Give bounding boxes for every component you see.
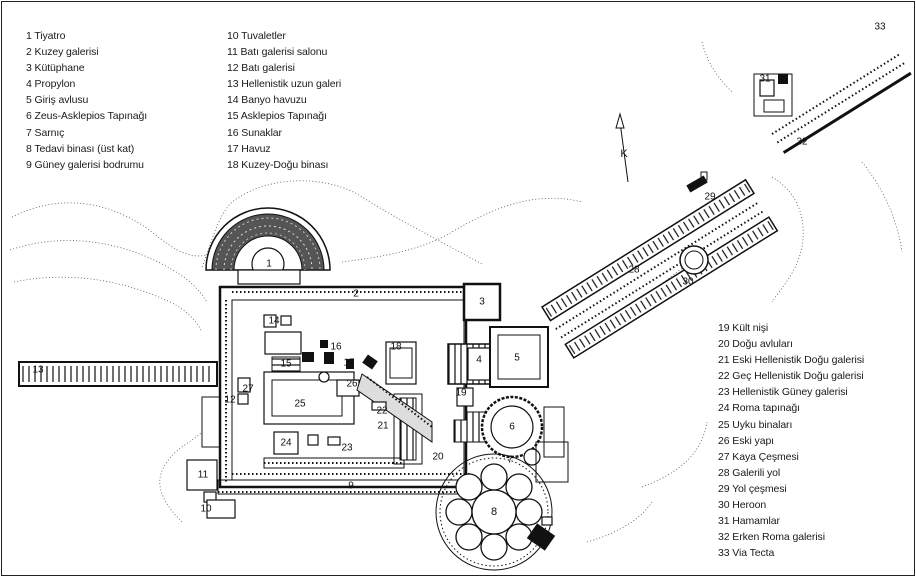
theatre (205, 207, 331, 285)
legend-item: 25 Uyku binaları (718, 418, 793, 431)
propylon-and-entrance-court (447, 326, 549, 443)
label-2: 2 (353, 289, 359, 300)
legend-item: 20 Doğu avluları (718, 338, 793, 351)
label-27: 27 (242, 384, 254, 395)
legend-item: 2 Kuzey galerisi (26, 46, 99, 59)
zeus-asklepios-temple (466, 395, 569, 483)
label-14: 14 (268, 316, 280, 327)
legend-item: 12 Batı galerisi (227, 62, 295, 75)
label-31: 31 (759, 74, 771, 85)
label-24: 24 (280, 438, 292, 449)
legend-item: 33 Via Tecta (718, 547, 775, 560)
legend-item: 32 Erken Roma galerisi (718, 531, 825, 544)
label-3: 3 (479, 297, 485, 308)
legend-top-left: 1 Tiyatro 2 Kuzey galerisi 3 Kütüphane 4… (26, 28, 147, 173)
label-11: 11 (198, 470, 209, 481)
treatment-building (435, 453, 556, 571)
label-9: 9 (348, 481, 354, 492)
label-23: 23 (341, 443, 353, 454)
north-label: K (620, 148, 628, 160)
label-8: 8 (491, 506, 497, 518)
legend-item: 1 Tiyatro (26, 30, 66, 42)
legend-item: 5 Giriş avlusu (26, 94, 89, 107)
legend-item: 18 Kuzey-Doğu binası (227, 158, 329, 171)
legend-item: 30 Heroon (718, 499, 767, 512)
label-20: 20 (432, 452, 444, 463)
label-30: 30 (682, 277, 694, 288)
label-15: 15 (280, 359, 292, 370)
legend-item: 13 Hellenistik uzun galeri (227, 78, 342, 91)
label-6: 6 (509, 422, 515, 433)
heroon (679, 245, 709, 275)
legend-item: 3 Kütüphane (26, 62, 85, 75)
legend-item: 22 Geç Hellenistik Doğu galerisi (718, 370, 864, 383)
label-1: 1 (266, 259, 272, 270)
legend-item: 27 Kaya Çeşmesi (718, 450, 799, 463)
colonnaded-road (540, 171, 779, 359)
label-4: 4 (476, 355, 482, 366)
label-18: 18 (390, 342, 402, 353)
legend-item: 21 Eski Hellenistik Doğu galerisi (718, 354, 865, 367)
label-28: 28 (628, 265, 640, 276)
label-17: 17 (343, 358, 355, 369)
legend-item: 14 Banyo havuzu (227, 94, 307, 107)
label-21: 21 (377, 421, 389, 432)
map-number-labels: K 1 2 3 4 5 6 7 8 9 10 11 12 13 14 15 16… (32, 22, 886, 518)
label-32: 32 (796, 137, 808, 148)
legend-item: 16 Sunaklar (227, 126, 282, 139)
label-29: 29 (704, 192, 716, 203)
legend-right: 19 Kült nişi 20 Doğu avluları 21 Eski He… (718, 320, 864, 561)
hellenistic-long-gallery (18, 361, 218, 387)
legend-item: 28 Galerili yol (718, 466, 781, 479)
legend-item: 26 Eski yapı (718, 434, 774, 447)
legend-item: 15 Asklepios Tapınağı (227, 110, 327, 123)
legend-item: 24 Roma tapınağı (718, 402, 800, 415)
label-19: 19 (455, 388, 467, 399)
terrain-contours (9, 41, 903, 543)
label-22: 22 (376, 406, 388, 417)
label-5: 5 (514, 353, 520, 364)
legend-top-center: 10 Tuvaletler 11 Batı galerisi salonu 12… (227, 28, 341, 173)
legend-item: 6 Zeus-Asklepios Tapınağı (26, 110, 148, 123)
legend-item: 4 Propylon (26, 78, 76, 91)
label-16: 16 (330, 342, 342, 353)
legend-item: 9 Güney galerisi bodrumu (26, 158, 144, 171)
legend-item: 19 Kült nişi (718, 322, 769, 334)
label-7: 7 (507, 455, 513, 466)
label-12: 12 (224, 395, 236, 406)
north-gallery-and-library (462, 282, 502, 322)
legend-item: 7 Sarnıç (26, 126, 65, 139)
north-arrow (615, 112, 629, 183)
legend-item: 23 Hellenistik Güney galerisi (718, 386, 848, 399)
legend-item: 17 Havuz (227, 142, 271, 155)
label-26: 26 (346, 379, 358, 390)
sanctuary-enclosure (186, 285, 479, 519)
label-25: 25 (294, 399, 306, 410)
interior-buildings (237, 314, 433, 469)
legend-item: 29 Yol çeşmesi (718, 482, 787, 495)
legend-item: 8 Tedavi binası (üst kat) (26, 142, 135, 155)
label-33: 33 (874, 22, 886, 33)
legend-item: 11 Batı galerisi salonu (227, 46, 328, 59)
label-10: 10 (200, 504, 212, 515)
legend-item: 31 Hamamlar (718, 515, 780, 528)
via-tecta (753, 53, 912, 154)
label-13: 13 (32, 365, 44, 376)
legend-item: 10 Tuvaletler (227, 30, 286, 42)
